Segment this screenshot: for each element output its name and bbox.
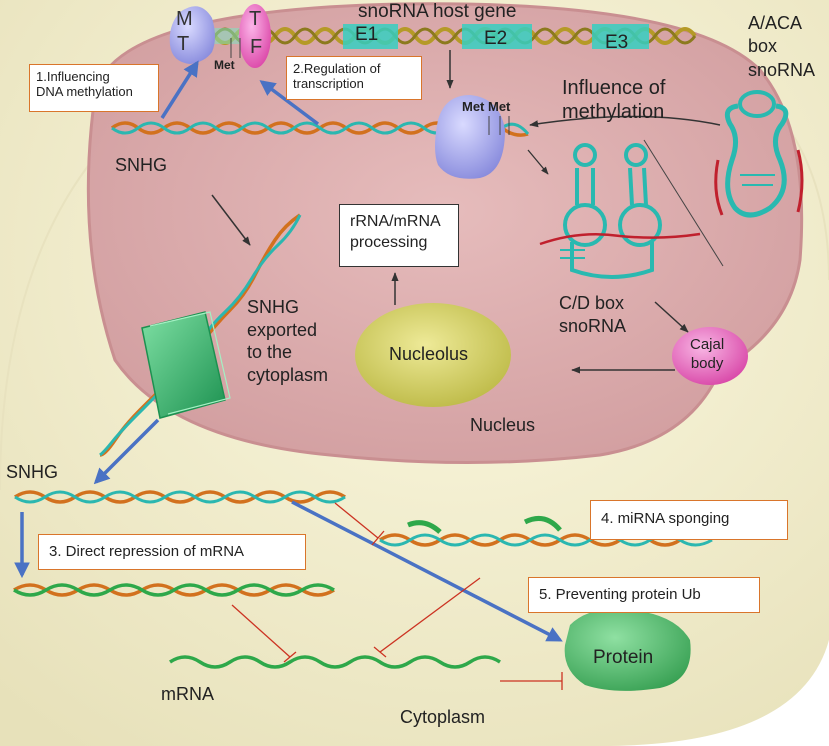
- snhg-cyto-label: SNHG: [6, 462, 59, 482]
- nucleolus-label: Nucleolus: [389, 344, 469, 364]
- exon-e2: [462, 24, 532, 49]
- cd-box-label: C/D box snoRNA: [559, 293, 627, 336]
- box-dna-methylation: 1.Influencing DNA methylation: [29, 64, 159, 112]
- exon-e3: [592, 24, 649, 49]
- mrna-duplex-strand: [13, 583, 335, 597]
- influence-methylation-label: Influence of methylation: [562, 77, 666, 123]
- exon-e1: [343, 24, 398, 49]
- aca-box-label: A/ACA box snoRNA: [748, 13, 816, 80]
- host-gene-label: snoRNA host gene: [358, 1, 517, 22]
- inhibition-lines: [231, 502, 563, 690]
- exon-e2-label: E2: [484, 28, 508, 49]
- tf-letter-f: F: [250, 36, 263, 58]
- protein-label: Protein: [593, 647, 654, 668]
- protein-blob: [564, 609, 691, 691]
- cajal-label: Cajal body: [690, 336, 725, 372]
- snhg-rna-cytoplasm: [14, 490, 346, 504]
- exon-e1-label: E1: [355, 24, 379, 45]
- mt-letter-t: T: [177, 33, 190, 55]
- methylation-enzyme: [435, 95, 505, 179]
- mt-letter-m: M: [176, 8, 193, 30]
- methyltransferase-enzyme: [169, 6, 215, 64]
- met-label-pair: Met Met: [462, 99, 511, 114]
- box-direct-repression: 3. Direct repression of mRNA: [38, 534, 306, 570]
- snhg-exported-label: SNHG exported to the cytoplasm: [247, 297, 329, 385]
- cd-box-snorna-structure: [539, 143, 701, 279]
- mrna-label: mRNA: [161, 684, 214, 704]
- snhg-top-label: SNHG: [115, 155, 168, 175]
- nucleolus: [355, 303, 511, 407]
- tf-letter-t: T: [249, 8, 262, 30]
- aca-box-snorna-structure: [714, 90, 804, 218]
- nuclear-pore: [141, 311, 231, 419]
- mrna-strand: [169, 655, 501, 669]
- box-rrna-processing: rRNA/mRNA processing: [339, 204, 459, 267]
- cajal-body: [672, 327, 748, 385]
- cytoplasm-label: Cytoplasm: [400, 707, 486, 727]
- box-transcription: 2.Regulation of transcription: [286, 56, 422, 100]
- box-protein-ub: 5. Preventing protein Ub: [528, 577, 760, 613]
- exon-e3-label: E3: [605, 32, 629, 53]
- nucleus-label: Nucleus: [470, 415, 536, 435]
- met-label-small: Met: [214, 58, 235, 72]
- transcription-factor: [239, 4, 271, 68]
- box-mirna-sponging: 4. miRNA sponging: [590, 500, 788, 540]
